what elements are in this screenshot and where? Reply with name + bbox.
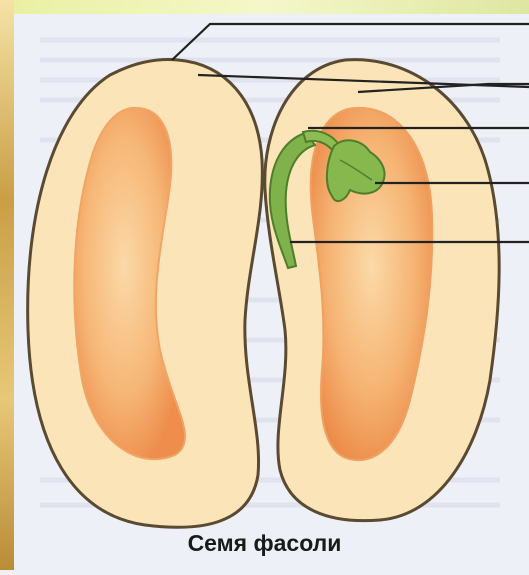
- top-border: [0, 0, 529, 14]
- left-frame: [0, 0, 14, 570]
- diagram-caption: Семя фасоли: [0, 530, 529, 557]
